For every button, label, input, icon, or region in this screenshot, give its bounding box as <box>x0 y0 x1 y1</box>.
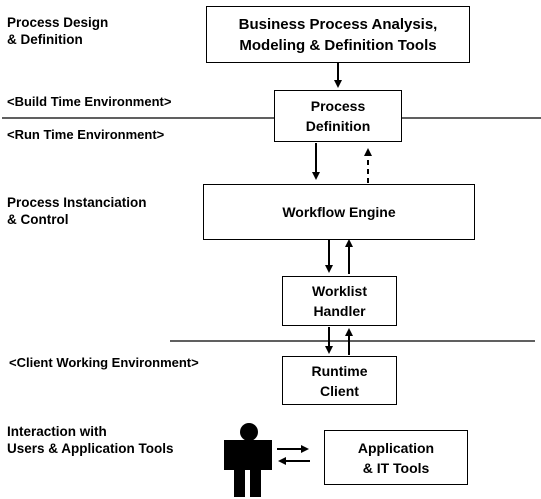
box-client-line1: Runtime <box>311 362 368 379</box>
box-analysis-line2: Modeling & Definition Tools <box>239 36 437 54</box>
box-worklist-line1: Worklist <box>312 283 367 299</box>
label-interaction: Interaction with Users & Application Too… <box>7 423 174 457</box>
box-definition-line1: Process <box>310 98 366 114</box>
label-process-design-line1: Process Design <box>7 15 109 30</box>
box-apps-line1: Application <box>357 439 435 456</box>
box-worklist-line2: Handler <box>313 303 366 319</box>
label-interaction-line2: Users & Application Tools <box>7 441 174 456</box>
label-instanciation-line2: & Control <box>7 212 69 227</box>
box-client-line2: Client <box>320 382 359 399</box>
box-worklist-handler: Worklist Handler <box>282 276 397 326</box>
label-run-time-env: <Run Time Environment> <box>7 127 165 142</box>
label-process-instanciation: Process Instanciation & Control <box>7 194 147 228</box>
box-process-definition: Process Definition <box>274 90 402 142</box>
box-definition-line2: Definition <box>305 118 371 134</box>
person-icon <box>224 423 272 497</box>
box-application-it-tools: Application & IT Tools <box>324 430 468 485</box>
box-workflow-engine: Workflow Engine <box>203 184 475 240</box>
box-engine-label: Workflow Engine <box>282 204 396 220</box>
box-analysis-modeling-tools: Business Process Analysis, Modeling & De… <box>206 6 470 63</box>
label-process-design-line2: & Definition <box>7 32 83 47</box>
box-apps-line2: & IT Tools <box>362 459 430 476</box>
label-process-design: Process Design & Definition <box>7 14 108 48</box>
label-instanciation-line1: Process Instanciation <box>7 195 147 210</box>
box-runtime-client: Runtime Client <box>282 356 397 405</box>
label-interaction-line1: Interaction with <box>7 424 107 439</box>
label-client-working-env: <Client Working Environment> <box>9 355 199 370</box>
label-build-time-env: <Build Time Environment> <box>7 94 172 109</box>
box-analysis-line1: Business Process Analysis, <box>238 15 438 33</box>
